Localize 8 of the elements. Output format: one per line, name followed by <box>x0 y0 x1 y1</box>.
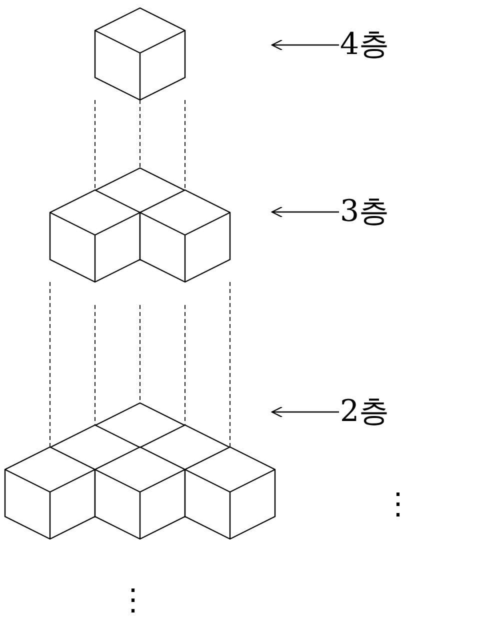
ellipsis-mark: ⋮ <box>118 583 148 619</box>
arrow <box>271 206 339 218</box>
arrow <box>271 39 339 51</box>
ellipsis-mark: ⋮ <box>383 487 413 523</box>
layer-label: 2층 <box>340 394 390 430</box>
layer-label: 4층 <box>340 27 390 63</box>
arrow <box>271 406 339 418</box>
layer-label: 3층 <box>340 194 390 230</box>
